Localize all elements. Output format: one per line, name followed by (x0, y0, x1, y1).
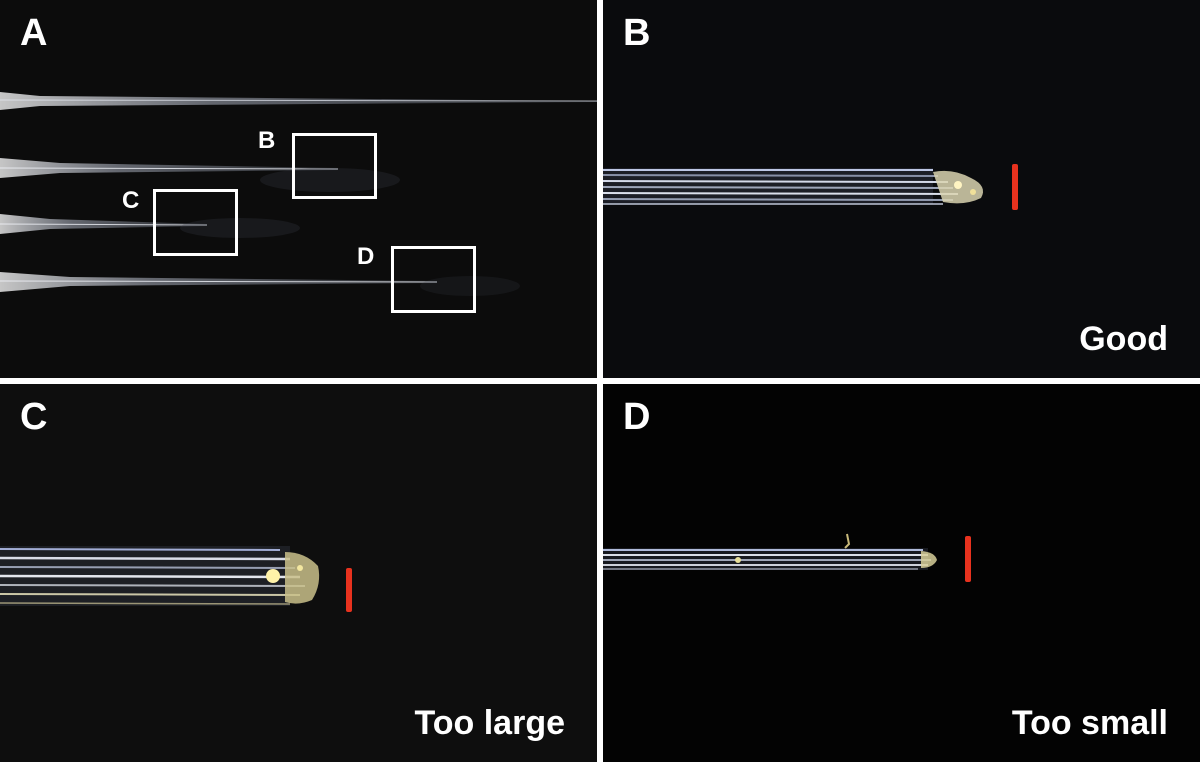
pipette-tip-opening (735, 533, 937, 568)
tip-size-marker (1012, 164, 1018, 210)
panel-caption-c: Too large (414, 704, 566, 742)
panel-a-overview: B C D A (0, 0, 597, 378)
panel-d-too-small: D Too small (603, 384, 1200, 762)
tip-size-marker (346, 568, 352, 612)
inset-label-d: D (357, 243, 375, 270)
pipette-shaft (0, 546, 306, 606)
pipette-shaft (603, 548, 931, 570)
pipette-tip-too-small-micrograph (603, 533, 971, 582)
panel-caption-b: Good (1079, 320, 1168, 358)
overview-micrograph (0, 92, 597, 296)
pipette-tip-opening (266, 552, 320, 604)
panel-letter-d: D (623, 396, 651, 438)
tip-size-marker (965, 536, 971, 582)
inset-label-b: B (258, 127, 276, 154)
inset-box-b (292, 133, 377, 199)
inset-box-c (153, 189, 238, 256)
panel-letter-b: B (623, 12, 651, 54)
pipette-shaft (603, 168, 959, 205)
pipette-tip-too-large-micrograph (0, 546, 352, 612)
panel-letter-a: A (20, 12, 48, 54)
panel-c-too-large: C Too large (0, 384, 597, 762)
panel-letter-c: C (20, 396, 48, 438)
pipette-tip-opening (933, 170, 984, 204)
inset-box-d (391, 246, 476, 313)
panel-b-good: B Good (603, 0, 1200, 378)
pipette-tip-good-micrograph (603, 164, 1018, 210)
panel-caption-d: Too small (1011, 704, 1168, 742)
inset-label-c: C (122, 187, 140, 214)
